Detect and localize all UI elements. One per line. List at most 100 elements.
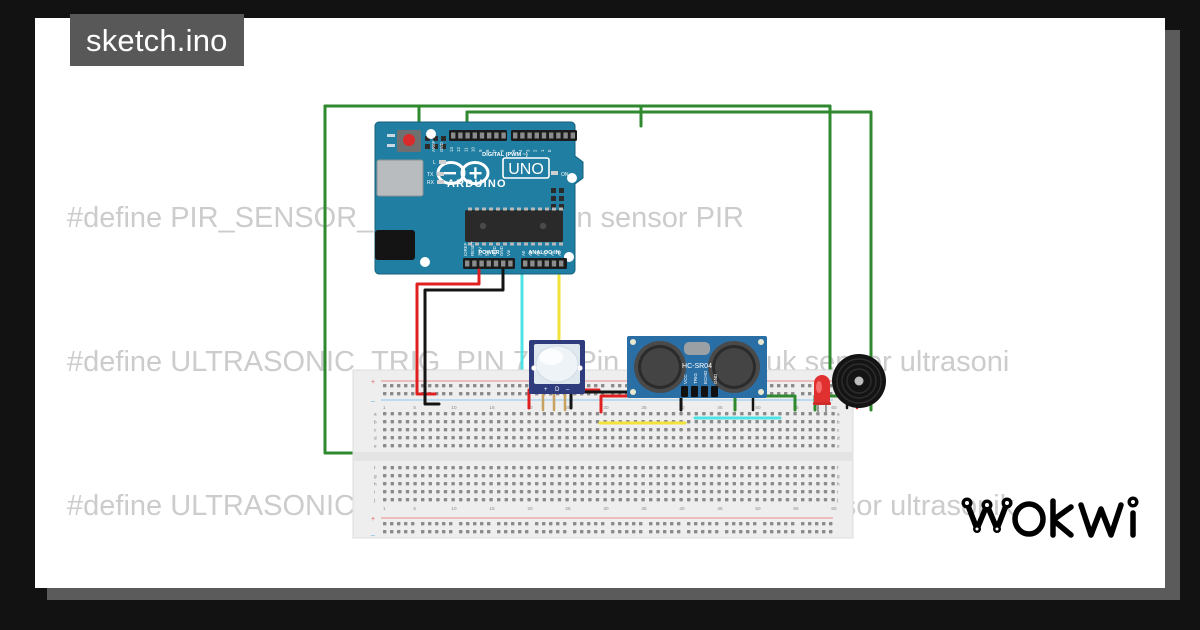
pin-label-gnd: GND — [439, 142, 444, 152]
column-tick: 30 — [603, 506, 609, 511]
pin-label-d0: 0 — [547, 149, 552, 152]
column-tick: 5 — [413, 506, 416, 511]
icsp-header-right — [551, 188, 564, 209]
wokwi-logo — [957, 489, 1147, 546]
buzzer-ring-2 — [841, 363, 877, 399]
rail-minus-bot: – — [371, 532, 375, 539]
pin-label-3.3V: 3.3V — [477, 247, 482, 256]
arduino-uno-board: DIGITAL (PWM ~) ARDUINO UNO L TX RX ON — [374, 121, 584, 275]
buzzer-ring-3 — [846, 368, 872, 394]
pin-label-d7: 7 — [492, 149, 497, 152]
reset-button-cap — [403, 134, 415, 146]
pin-label-aref: AREF — [431, 140, 436, 152]
pin-label-Vin: Vin — [506, 249, 511, 256]
svg-text:b: b — [837, 419, 840, 424]
mount-hole — [567, 173, 577, 183]
column-tick: 15 — [489, 405, 495, 410]
row-label: f — [374, 465, 376, 470]
pin-label-d8: 8 — [485, 149, 490, 152]
column-tick: 1 — [383, 506, 386, 511]
column-tick: 25 — [565, 506, 571, 511]
pin-label-d1: 1 — [540, 149, 545, 152]
row-label: i — [374, 489, 375, 494]
svg-text:g: g — [837, 473, 840, 478]
column-tick: 35 — [641, 405, 647, 410]
row-label: d — [374, 435, 377, 440]
column-tick: 10 — [451, 405, 457, 410]
column-tick: 40 — [679, 506, 685, 511]
pir-pin-minus: – — [566, 387, 570, 393]
svg-text:e: e — [837, 443, 840, 448]
pir-hole-left — [531, 365, 537, 371]
row-label: e — [374, 443, 377, 448]
row-label: g — [374, 473, 377, 478]
center-channel — [353, 452, 853, 461]
column-tick: 5 — [413, 405, 416, 410]
pin-label-d9: 9 — [478, 149, 483, 152]
hcsr04-pin-labels: VCC TRIG ECHO GND — [683, 370, 718, 384]
icsp-header-left — [425, 136, 446, 149]
pin-label-d13: 13 — [449, 147, 454, 152]
pin-label-A0: A0 — [521, 250, 526, 256]
wire-5v — [415, 268, 481, 396]
file-tab[interactable]: sketch.ino — [70, 14, 244, 66]
hcsr04-crystal — [684, 342, 710, 355]
row-label: b — [374, 419, 377, 424]
pir-pin-d: D — [555, 387, 560, 393]
power-jack — [375, 230, 415, 260]
hcsr04-label: HC-SR04 — [682, 363, 712, 370]
column-tick: 60 — [831, 405, 837, 410]
svg-text:ECHO: ECHO — [703, 370, 708, 384]
wire-gnd — [423, 268, 505, 406]
buzzer-hole — [854, 376, 864, 386]
led-flange — [813, 402, 831, 405]
mcu-chip — [465, 210, 563, 242]
buzzer-ring-1 — [836, 358, 882, 404]
pin-label-d12: 12 — [456, 147, 461, 152]
row-label: a — [374, 411, 377, 416]
pin-label-5V: 5V — [485, 251, 490, 256]
buzzer — [832, 354, 886, 408]
label-led-l: L — [433, 160, 436, 166]
rail-plus-bot: + — [371, 516, 375, 523]
row-label: c — [374, 427, 377, 432]
pin-label-A3: A3 — [543, 250, 548, 256]
column-tick: 20 — [527, 506, 533, 511]
pin-label-A2: A2 — [535, 250, 540, 256]
svg-text:d: d — [837, 435, 840, 440]
pin-label-GND: GND — [492, 246, 497, 256]
pin-label-A1: A1 — [528, 250, 533, 256]
rail-plus-top: + — [371, 379, 375, 386]
column-tick: 25 — [565, 405, 571, 410]
digital-header-pins — [451, 132, 575, 139]
column-tick: 15 — [489, 506, 495, 511]
svg-text:c: c — [837, 427, 840, 432]
row-label: h — [374, 481, 377, 486]
column-tick: 10 — [451, 506, 457, 511]
column-tick: 60 — [831, 506, 837, 511]
led-highlight — [816, 381, 822, 393]
label-led-tx: TX — [427, 172, 434, 178]
analog-header-label: ANALOG IN — [528, 250, 559, 256]
pin-label-IOREF: IOREF — [463, 242, 468, 256]
board-model-text: UNO — [508, 161, 544, 178]
power-header-label: POWER — [478, 250, 499, 256]
pin-label-d4: 4 — [518, 149, 523, 152]
svg-text:h: h — [837, 481, 840, 486]
column-tick: 30 — [603, 405, 609, 410]
svg-text:GND: GND — [713, 373, 718, 384]
pir-hole-right — [577, 365, 583, 371]
ultrasonic-sensor: HC-SR04 VCC TRIG ECHO GND — [627, 336, 767, 398]
wokwi-logo-node-holes — [965, 500, 1135, 531]
svg-text:j: j — [836, 497, 838, 502]
pin-label-d11: 11 — [463, 147, 468, 152]
sketch-card: #define PIR_SENSOR_PIN 2 // Pin sensor P… — [35, 18, 1165, 588]
column-tick: 50 — [755, 506, 761, 511]
svg-text:i: i — [837, 489, 838, 494]
pin-label-d10: 10 — [471, 147, 476, 152]
column-tick: 50 — [755, 405, 761, 410]
column-tick: 55 — [793, 506, 799, 511]
